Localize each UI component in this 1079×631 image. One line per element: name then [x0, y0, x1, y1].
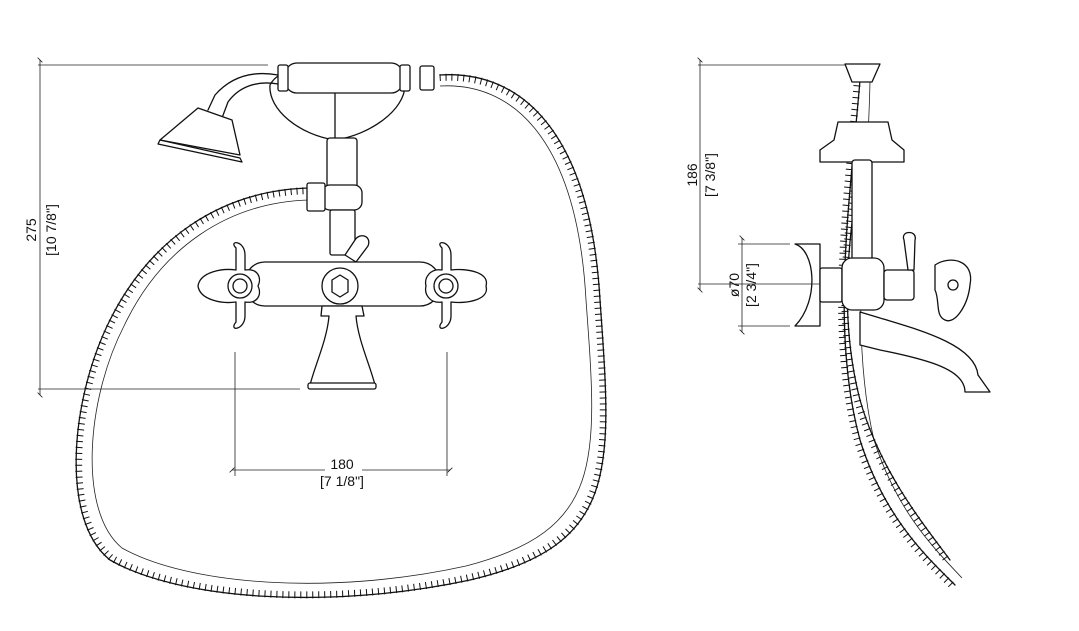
side-spout [859, 311, 991, 393]
side-height-dimension: 186 [7 3/8"] [684, 57, 845, 293]
side-handset-head [819, 121, 905, 163]
side-height-imperial: [7 3/8"] [702, 153, 718, 197]
front-height-imperial: [10 7/8"] [43, 204, 59, 256]
front-height-dimension: 275 [10 7/8"] [23, 57, 300, 398]
front-width-dimension: 180 [7 1/8"] [229, 352, 453, 489]
wall-flange [794, 243, 821, 327]
front-view [75, 62, 607, 599]
right-cross-handle [424, 242, 487, 329]
side-diameter-dimension: ø70 [2 3/4"] [726, 235, 790, 335]
shower-handset [157, 62, 435, 163]
front-hose [75, 73, 607, 599]
spout [309, 305, 376, 386]
side-view [794, 63, 991, 588]
front-width-imperial: [7 1/8"] [320, 473, 364, 489]
mixer-body [197, 242, 487, 329]
side-diameter-value: ø70 [726, 273, 742, 297]
side-diameter-imperial: [2 3/4"] [743, 263, 759, 307]
side-height-value: 186 [684, 163, 700, 187]
central-column [306, 137, 370, 263]
front-width-value: 180 [330, 456, 354, 472]
left-cross-handle [197, 242, 261, 329]
front-height-value: 275 [23, 218, 39, 242]
